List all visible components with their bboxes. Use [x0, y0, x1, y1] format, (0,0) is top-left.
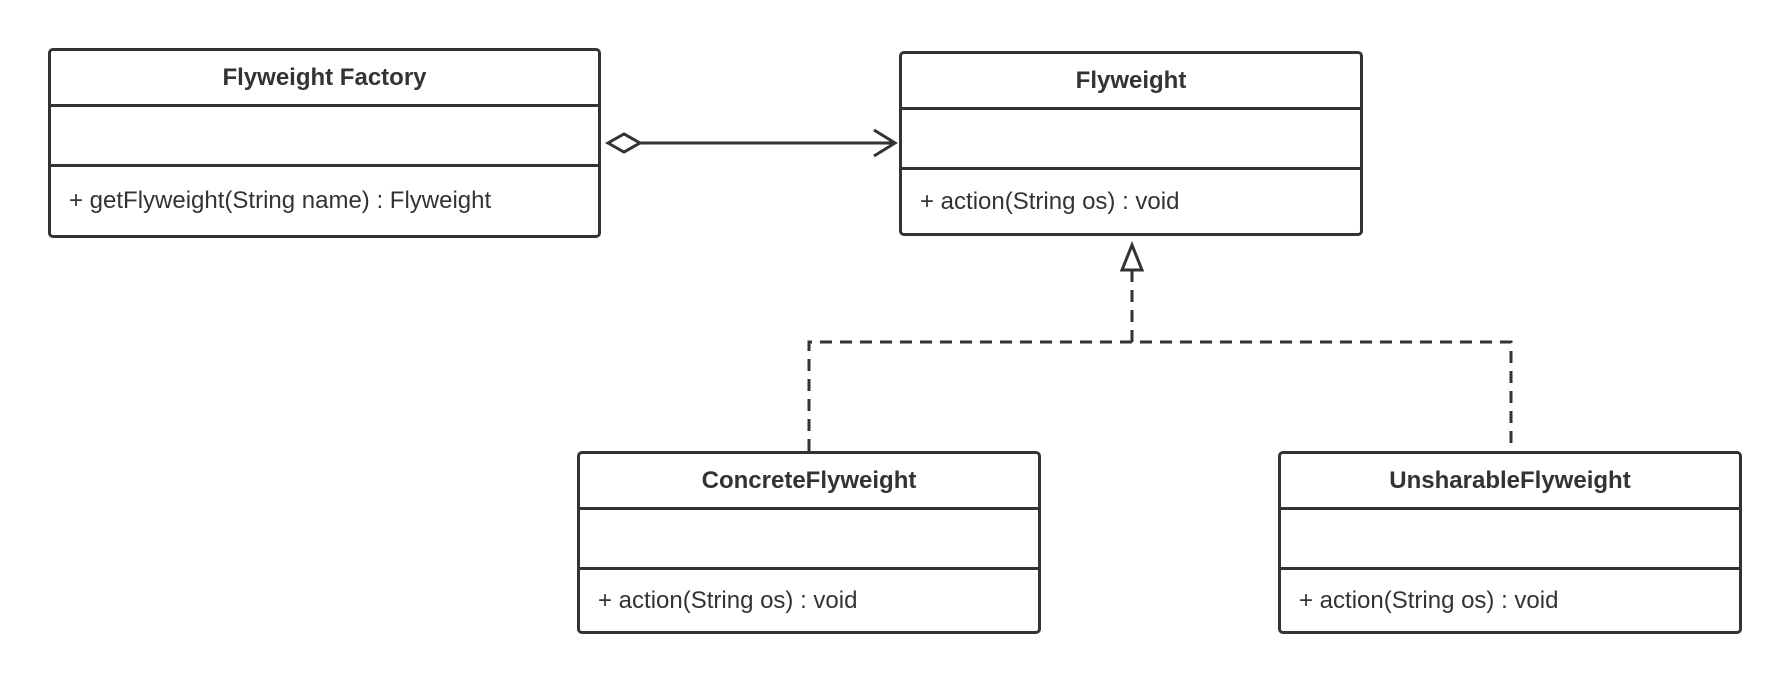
class-name: Flyweight Factory	[51, 51, 598, 107]
class-attributes	[1281, 510, 1739, 570]
aggregation-relation	[604, 128, 898, 158]
realization-branch-line	[807, 340, 1513, 451]
aggregation-arrowhead	[873, 128, 898, 158]
realization-relation	[807, 240, 1513, 451]
class-name: Flyweight	[902, 54, 1360, 110]
class-attributes	[902, 110, 1360, 170]
realization-triangle	[1119, 240, 1145, 272]
class-unsharable-flyweight[interactable]: UnsharableFlyweight + action(String os) …	[1278, 451, 1742, 634]
class-name: UnsharableFlyweight	[1281, 454, 1739, 510]
class-operation: + action(String os) : void	[598, 586, 858, 614]
class-name: ConcreteFlyweight	[580, 454, 1038, 510]
class-operation: + getFlyweight(String name) : Flyweight	[69, 187, 492, 214]
class-flyweight[interactable]: Flyweight + action(String os) : void	[899, 51, 1363, 236]
class-flyweight-factory[interactable]: Flyweight Factory + getFlyweight(String …	[48, 48, 601, 238]
class-attributes	[51, 107, 598, 167]
aggregation-diamond	[604, 132, 644, 154]
class-attributes	[580, 510, 1038, 570]
class-concrete-flyweight[interactable]: ConcreteFlyweight + action(String os) : …	[577, 451, 1041, 634]
class-operation: + action(String os) : void	[1299, 586, 1559, 614]
class-operation: + action(String os) : void	[920, 187, 1180, 215]
